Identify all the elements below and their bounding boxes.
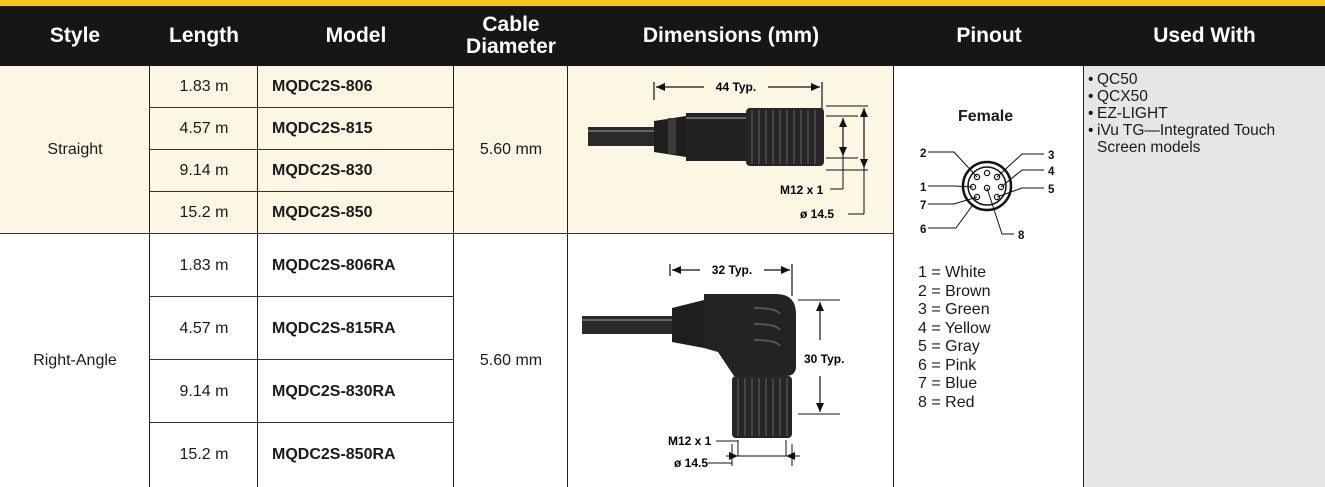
diameter-straight: 5.60 mm [479,141,543,158]
dim-44-typ: 44 Typ. [716,80,756,94]
legend-item: 2 = Brown [918,282,991,300]
legend-item: 5 = Gray [918,338,980,355]
diameter-right-angle: 5.60 mm [479,351,543,369]
length-cell: 4.57 m [179,120,229,137]
divider [150,191,454,192]
divider [453,66,454,487]
straight-connector-drawing: 44 Typ. M12 x 1 ø 14.5 [588,80,868,221]
header-cable-diameter: Cable Diameter [466,13,556,58]
divider [257,66,258,487]
legend-item: 8 = Red [918,393,975,411]
style-right-angle: Right-Angle [33,351,117,369]
divider [150,107,454,108]
model-cell: MQDC2S-830 [272,162,373,179]
right-angle-connector-drawing: 32 Typ. 30 Typ. M12 x 1 ø 14.5 [582,263,844,470]
list-item: •EZ-LIGHT [1088,105,1168,122]
length-cell: 9.14 m [179,162,229,179]
pinout-title: Female [958,108,1014,125]
dim-30-typ: 30 Typ. [804,352,844,366]
pin-label: 1 [920,182,927,194]
header-style: Style [49,24,101,47]
model-cell: MQDC2S-850RA [272,446,396,463]
dim-thread: M12 x 1 [780,183,824,197]
model-cell: MQDC2S-850 [272,204,373,221]
divider [150,422,454,423]
dim-ra-thread: M12 x 1 [668,434,712,448]
header-dimensions: Dimensions (mm) [642,24,820,47]
divider [150,149,454,150]
divider [150,296,454,297]
model-cell: MQDC2S-815 [272,120,373,137]
used-with-list: •QC50 •QCX50 •EZ-LIGHT •iVu TG—Integrate… [1088,71,1323,156]
divider [0,233,894,234]
pin-label: 6 [920,224,926,236]
length-cell: 1.83 m [179,256,229,274]
divider [567,66,568,487]
divider [149,66,150,487]
dim-32-typ: 32 Typ. [712,263,752,277]
length-cell: 15.2 m [179,204,229,221]
header-used-with: Used With [1153,24,1256,47]
legend-item: 4 = Yellow [918,319,991,337]
pin-label: 7 [920,200,926,212]
model-cell: MQDC2S-806RA [272,256,396,274]
list-item: •QC50 [1088,71,1138,88]
legend-item: 1 = White [918,264,987,281]
pin-label: 2 [920,148,926,160]
table-header: Style Length Model Cable Diameter Dimens… [0,6,1325,66]
pinout-legend: 1 = White 2 = Brown 3 = Green 4 = Yellow… [918,264,991,412]
length-cell: 1.83 m [179,78,229,95]
dim-diameter: ø 14.5 [800,207,834,221]
header-pinout: Pinout [956,24,1022,47]
model-cell: MQDC2S-806 [272,78,373,95]
divider [1083,66,1084,487]
divider [893,66,894,487]
legend-item: 3 = Green [918,301,990,318]
pinout-diagram: 2 1 7 6 3 4 5 8 [920,148,1055,242]
header-model: Model [325,24,387,47]
divider [150,359,454,360]
pin-label: 4 [1048,166,1055,178]
dim-ra-diameter: ø 14.5 [674,456,708,470]
pin-label: 5 [1048,184,1055,196]
list-item: •iVu TG—Integrated Touch Screen models [1088,122,1276,156]
list-item: •QCX50 [1088,88,1148,105]
style-straight: Straight [47,141,103,158]
length-cell: 15.2 m [179,446,229,463]
used-with-bg [1084,66,1325,487]
legend-item: 7 = Blue [918,375,978,392]
accent-bar [0,0,1325,6]
length-cell: 9.14 m [179,382,229,400]
model-cell: MQDC2S-830RA [272,382,396,400]
pin-label: 3 [1048,150,1054,162]
model-cell: MQDC2S-815RA [272,319,396,337]
length-cell: 4.57 m [179,319,229,337]
legend-item: 6 = Pink [918,356,977,374]
pin-label: 8 [1018,230,1025,242]
header-length: Length [169,24,239,47]
